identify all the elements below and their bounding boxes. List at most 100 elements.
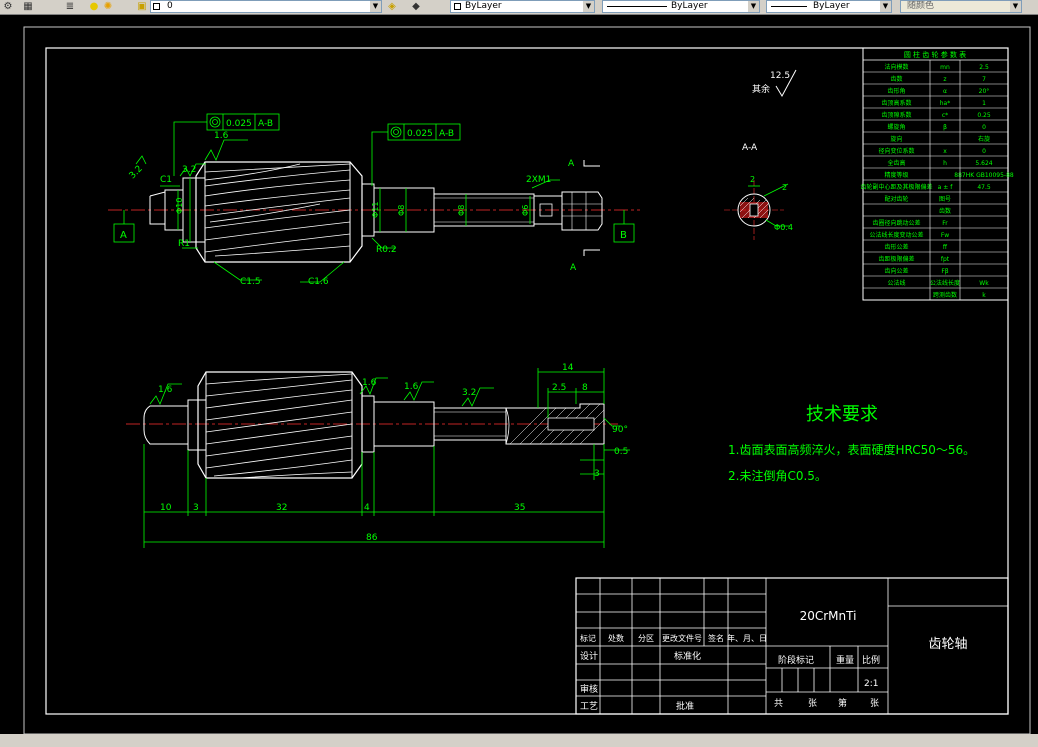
gear-table-cell: 0.25 [977, 112, 991, 119]
chevron-down-icon[interactable]: ▼ [880, 1, 891, 12]
section-title: A-A [742, 143, 758, 153]
layer-name: 0 [167, 1, 173, 11]
gear-table-cell: 公法线 [887, 279, 905, 287]
gear-table-cell: 1 [982, 100, 986, 107]
lineweight-dropdown[interactable]: ByLayer ▼ [766, 0, 892, 13]
sheet-unit-label: 张 [808, 698, 817, 709]
tech-requirements: 技术要求 1.齿面表面高频淬火，表面硬度HRC50～56。 2.未注倒角C0.5… [728, 404, 975, 483]
scale-value: 2:1 [864, 679, 878, 689]
gear-table-title: 圆 柱 齿 轮 参 数 表 [904, 50, 966, 59]
thread-callout-label: 2XM1 [526, 175, 551, 185]
gear-table-cell: 跨测齿数 [933, 291, 957, 299]
review-label: 审核 [580, 683, 598, 695]
chevron-down-icon[interactable]: ▼ [748, 1, 759, 12]
diameter-label: Φ11 [371, 202, 380, 218]
radius-r1-label: R1 [178, 239, 190, 249]
title-block-header: 年、月、日 [727, 633, 767, 643]
sheet-total-label: 共 [774, 698, 783, 709]
gear-table-cell: h [943, 160, 947, 167]
gear-table-cell: 齿向公差 [884, 267, 908, 275]
layer-stack-icon[interactable]: ≣ [65, 1, 75, 12]
gear-table-cell: 齿形公差 [884, 243, 908, 251]
chamfer-c1-label: C1 [160, 175, 172, 185]
gear-table-cell: 公法线长度变动公差 [869, 231, 923, 239]
front-view: 1.6 1.6 1.6 3.2 14 2.5 8 90° 0.5 3 10 3 … [126, 363, 630, 548]
gear-table-cell: 公法线长度 [930, 279, 960, 287]
chevron-down-icon[interactable]: ▼ [370, 1, 381, 12]
gear-table-cell: Wk [979, 280, 989, 287]
linetype-dropdown[interactable]: ByLayer ▼ [602, 0, 760, 13]
layer-dropdown[interactable]: 0 ▼ [150, 0, 382, 13]
gear-table-cell: 齿圈径向跳动公差 [872, 219, 920, 227]
diameter-label: Φ10 [175, 198, 184, 214]
roughness-label: 1.6 [214, 131, 229, 141]
gear-table-cell: ha* [940, 100, 950, 107]
chevron-down-icon[interactable]: ▼ [1010, 1, 1021, 12]
dim-10: 10 [160, 503, 172, 513]
plotstyle-dropdown[interactable]: 随颜色 ▼ [900, 0, 1022, 13]
dim-8: 8 [582, 383, 588, 393]
roughness-label: 1.6 [158, 385, 173, 395]
radius-r02-label: R0.2 [376, 245, 397, 255]
make-current-layer-icon[interactable]: ◈ [388, 1, 396, 12]
color-swatch [454, 3, 461, 10]
fcf-right-value: 0.025 [407, 129, 433, 139]
design-label: 设计 [580, 650, 598, 662]
gear-table-cell: 887HK GB10095-88 [954, 172, 1014, 179]
gear-table-cell: 齿数 [890, 75, 902, 83]
rest-roughness: 12.5 其余 [752, 69, 797, 98]
roughness-label: 3.2 [182, 165, 196, 175]
gear-table-cell: 旋向 [890, 135, 902, 143]
dim-4: 4 [364, 503, 370, 513]
rest-roughness-label: 其余 [752, 83, 770, 95]
gear-table-cell: 法向模数 [884, 63, 908, 71]
gear-table-cell: 配对齿轮 [884, 195, 908, 203]
tech-req-line1: 1.齿面表面高频淬火，表面硬度HRC50～56。 [728, 442, 975, 457]
gear-table-cell: z [943, 76, 946, 83]
layer-match-icon[interactable]: ◆ [412, 1, 420, 12]
gear-table-cell: fpt [941, 256, 950, 263]
gear-table-cell: 齿顶高系数 [881, 99, 911, 107]
status-bar [0, 734, 1038, 747]
datum-b-label: B [620, 230, 627, 241]
roughness-label: 1.6 [362, 378, 377, 388]
drawing-canvas[interactable]: A A [0, 15, 1038, 734]
gear-table-cell: 图号 [939, 196, 951, 203]
part-name-label: 齿轮轴 [928, 637, 967, 652]
gear-table-cell: mn [940, 64, 950, 71]
diameter-label: Φ6 [521, 205, 530, 216]
color-dropdown[interactable]: ByLayer ▼ [450, 0, 595, 13]
gear-table-cell: 20° [979, 88, 990, 95]
layer-manager-icon[interactable]: ⚙ [3, 1, 13, 12]
gear-table-cell: 47.5 [977, 184, 991, 191]
section-a-bottom-label: A [570, 263, 577, 273]
chevron-down-icon[interactable]: ▼ [583, 1, 594, 12]
lightbulb-icon[interactable]: ● [89, 1, 99, 12]
diameter-label: Φ8 [397, 205, 406, 216]
properties-toolbar: ⚙ ▦ ≣ ● ✺ ▣ 0 ▼ ◈ ◆ ByLayer ▼ ByLayer ▼ … [0, 0, 1038, 15]
tech-req-line2: 2.未注倒角C0.5。 [728, 468, 827, 483]
section-dim-top: 2 [750, 175, 755, 184]
lock-icon[interactable]: ▣ [137, 1, 147, 12]
gear-table-cell: k [982, 292, 986, 299]
fcf-right-datum: A-B [439, 129, 454, 139]
title-block-header: 标记 [580, 633, 596, 643]
chamfer-c15-label: C1.5 [240, 277, 261, 287]
section-aa: A-A 2 2 Φ0.4 [724, 143, 793, 240]
gear-table-cell: 齿距极限偏差 [878, 255, 914, 263]
title-block: 20CrMnTi 齿轮轴 标记处数分区更改文件号签名年、月、日 设计 标准化 阶… [575, 577, 1009, 715]
gear-table-cell: a ± f [938, 184, 954, 191]
gear-table-cell: Fβ [941, 268, 948, 275]
dim-86: 86 [366, 533, 378, 543]
drawing-border [45, 47, 1009, 715]
dim-14: 14 [562, 363, 574, 373]
fcf-left-value: 0.025 [226, 119, 252, 129]
gear-table-cell: 2.5 [979, 64, 989, 71]
scale-label: 比例 [862, 654, 880, 666]
layer-previous-icon[interactable]: ▦ [23, 1, 33, 12]
sun-icon[interactable]: ✺ [103, 1, 113, 12]
gear-table-cell: 齿数 [939, 207, 951, 215]
section-a-top-label: A [568, 159, 575, 169]
title-block-header: 更改文件号 [662, 633, 702, 643]
